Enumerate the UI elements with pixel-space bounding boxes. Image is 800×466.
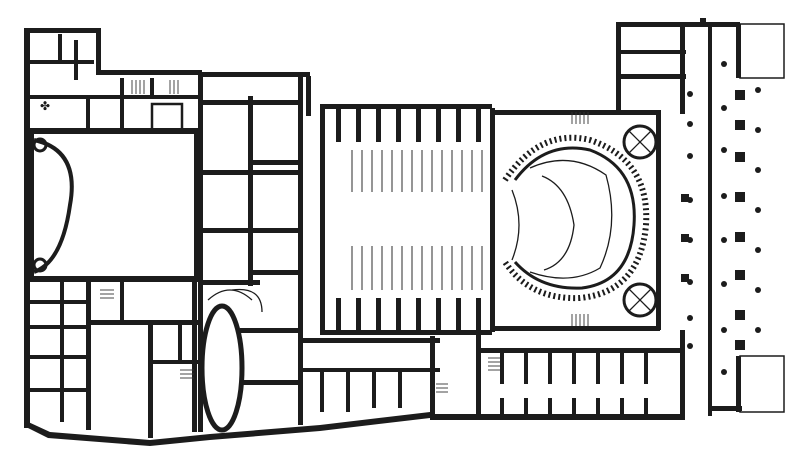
- middle-rooms: [198, 72, 303, 432]
- left-wing: ✤: [24, 28, 430, 446]
- oval-stair-hall: [199, 288, 263, 433]
- seat-rows-lower: [351, 246, 483, 290]
- seat-rows-upper: [351, 150, 483, 192]
- auditorium-parterre: [320, 104, 492, 335]
- stair-hatch-4: [436, 357, 500, 393]
- oval-hall: [28, 132, 200, 282]
- colonnade-portico: [616, 18, 785, 416]
- stair-hatch-3: [571, 112, 589, 326]
- piers: [681, 90, 745, 350]
- horseshoe-auditorium: [490, 108, 661, 332]
- ornament-glyph: ✤: [40, 99, 50, 113]
- service-wing: [300, 330, 685, 420]
- stair-hatch-2: [100, 289, 194, 379]
- stair-hatch-1: [131, 80, 179, 94]
